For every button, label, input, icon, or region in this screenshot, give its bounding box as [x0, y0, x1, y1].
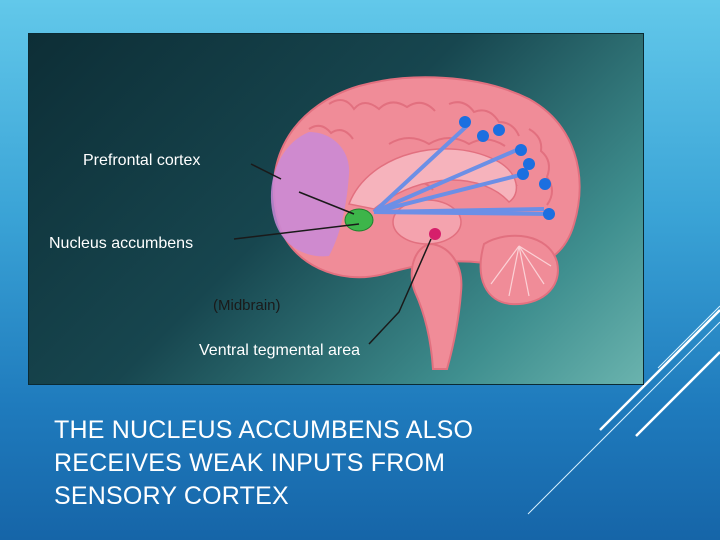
label-ventral-tegmental-area: Ventral tegmental area — [199, 342, 360, 359]
cerebellum — [479, 234, 559, 306]
projection-dots — [459, 116, 555, 220]
label-prefrontal-cortex: Prefrontal cortex — [83, 152, 200, 169]
leader-lines — [233, 163, 432, 345]
caption-line-2: RECEIVES WEAK INPUTS FROM — [54, 449, 446, 477]
projection-lines — [372, 122, 550, 216]
cerebellum-folia — [490, 245, 552, 297]
brainstem — [410, 242, 463, 370]
caption-line-1: THE NUCLEUS ACCUMBENS ALSO — [54, 416, 474, 444]
prefrontal-region — [270, 132, 350, 257]
vta-dot — [429, 228, 441, 240]
brain-figure: Prefrontal cortex Nucleus accumbens Vent… — [28, 33, 644, 385]
caption-line-3: SENSORY CORTEX — [54, 482, 289, 510]
label-midbrain: (Midbrain) — [213, 297, 281, 314]
label-nucleus-accumbens: Nucleus accumbens — [49, 235, 193, 252]
slide-caption: THE NUCLEUS ACCUMBENS ALSO RECEIVES WEAK… — [54, 414, 574, 513]
